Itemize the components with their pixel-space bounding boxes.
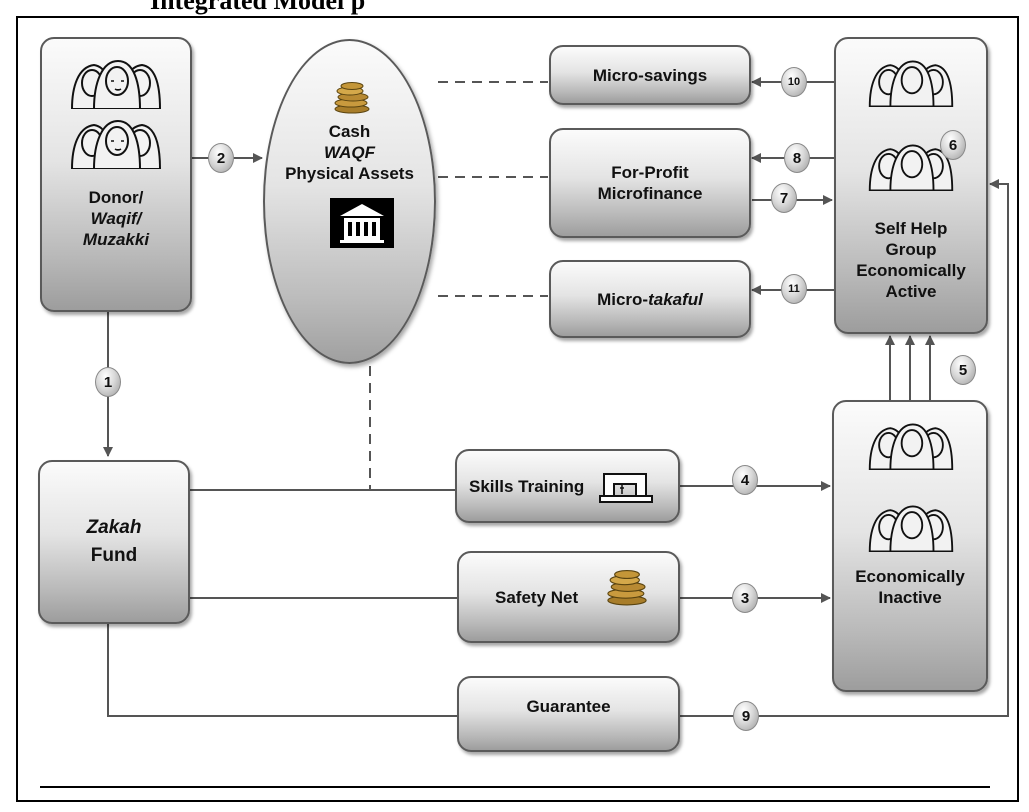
shg-label-4: Active bbox=[885, 282, 937, 301]
people-group-icon bbox=[868, 144, 954, 191]
donor-label-2: Waqif/ bbox=[90, 209, 142, 228]
flow-badge-10: 10 bbox=[781, 67, 807, 97]
donor-label-1: Donor/ bbox=[88, 188, 144, 207]
micro-takaful-prefix: Micro- bbox=[597, 289, 649, 309]
shg-label-3: Economically bbox=[856, 261, 966, 280]
figure-title-text: Integrated Model p bbox=[150, 0, 366, 15]
zakah-guarantee-line bbox=[107, 624, 457, 717]
flow-badge-4: 4 bbox=[732, 465, 758, 495]
flow-badge-1: 1 bbox=[95, 367, 121, 397]
zakah-fund-box: Zakah Fund bbox=[38, 460, 190, 624]
micro-savings-box: Micro-savings bbox=[549, 45, 751, 105]
safety-net-box: Safety Net bbox=[457, 551, 680, 643]
waqf-label-2: WAQF bbox=[324, 143, 375, 162]
diagram-frame bbox=[16, 16, 1019, 802]
economically-inactive-box: Economically Inactive bbox=[832, 400, 988, 692]
people-group-icon bbox=[70, 119, 162, 169]
sewing-machine-icon bbox=[599, 473, 653, 503]
zakah-label-2: Fund bbox=[90, 545, 138, 566]
waqf-label-3: Physical Assets bbox=[285, 164, 414, 183]
safety-label: Safety Net bbox=[495, 587, 579, 607]
flow-badge-3: 3 bbox=[732, 583, 758, 613]
shg-label-1: Self Help bbox=[874, 219, 948, 238]
flow-badge-11: 11 bbox=[781, 274, 807, 304]
inactive-label-2: Inactive bbox=[878, 588, 942, 607]
coins-icon bbox=[334, 82, 370, 114]
donor-label-3: Muzakki bbox=[82, 230, 150, 249]
guarantee-label: Guarantee bbox=[526, 697, 611, 716]
micro-takaful-box: Micro-takaful bbox=[549, 260, 751, 338]
zakah-label-1: Zakah bbox=[86, 517, 142, 538]
people-group-icon bbox=[70, 59, 162, 109]
flow-badge-7: 7 bbox=[771, 183, 797, 213]
for-profit-label-2: Microfinance bbox=[597, 184, 703, 203]
self-help-group-box: Self Help Group Economically Active bbox=[834, 37, 988, 334]
people-group-icon bbox=[868, 423, 954, 470]
people-group-icon bbox=[868, 60, 954, 107]
micro-takaful-label: Micro-takaful bbox=[597, 289, 703, 310]
micro-savings-label: Micro-savings bbox=[592, 65, 708, 85]
flow-badge-2: 2 bbox=[208, 143, 234, 173]
for-profit-box: For-Profit Microfinance bbox=[549, 128, 751, 238]
for-profit-label-1: For-Profit bbox=[611, 163, 689, 182]
flow-badge-9: 9 bbox=[733, 701, 759, 731]
flow-badge-8: 8 bbox=[784, 143, 810, 173]
skills-label: Skills Training bbox=[469, 476, 585, 496]
flow-badge-6: 6 bbox=[940, 130, 966, 160]
shg-label-2: Group bbox=[885, 240, 937, 259]
guarantee-box: Guarantee bbox=[457, 676, 680, 752]
micro-takaful-italic: takaful bbox=[648, 289, 703, 309]
inactive-label-1: Economically bbox=[855, 567, 965, 586]
coins-icon bbox=[607, 570, 647, 606]
people-group-icon bbox=[868, 505, 954, 552]
flow-line-9 bbox=[680, 179, 1009, 717]
waqf-label-1: Cash bbox=[328, 122, 371, 141]
flow-badge-5: 5 bbox=[950, 355, 976, 385]
building-icon bbox=[330, 198, 394, 248]
donor-box: Donor/ Waqif/ Muzakki bbox=[40, 37, 192, 312]
